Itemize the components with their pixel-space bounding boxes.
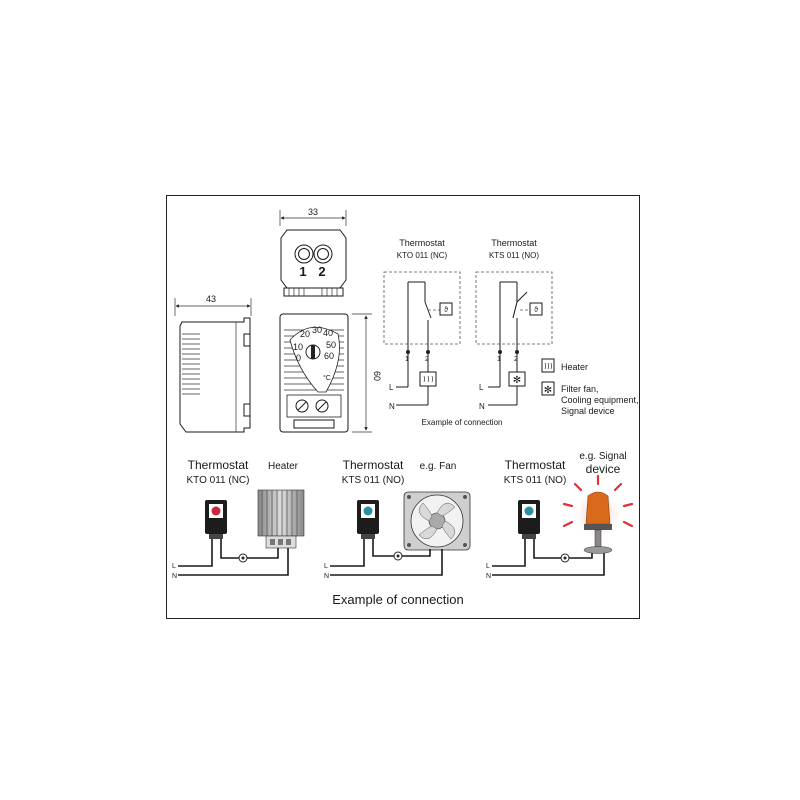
legend-fan-line1: Filter fan, [561, 384, 599, 394]
svg-text:✻: ✻ [513, 375, 521, 386]
diagram-frame [166, 195, 640, 619]
side-view: 43 [174, 294, 252, 433]
example1-title: Thermostat [188, 458, 249, 472]
top-terminal-1: 1 [299, 264, 306, 279]
dial-number-10: 10 [293, 342, 303, 352]
unit-label: °C [323, 374, 331, 382]
legend-heater: Heater [561, 362, 588, 372]
dial-number-20: 20 [300, 329, 310, 339]
nc-line-N: N [389, 402, 395, 411]
top-width-dimension: 33 [308, 207, 318, 217]
example2-line-N: N [324, 573, 329, 580]
side-width-dimension: 43 [206, 294, 216, 304]
no-line-L: L [479, 383, 484, 392]
example1-line-N: N [172, 573, 177, 580]
example3-model: KTS 011 (NO) [504, 475, 567, 486]
schematic-nc-title: Thermostat [399, 238, 445, 248]
example3-line-N: N [486, 573, 491, 580]
example2-title: Thermostat [343, 458, 404, 472]
schematic-caption: Example of connection [422, 418, 503, 427]
nc-line-L: L [389, 383, 394, 392]
top-view: 33 1 2 [279, 207, 347, 297]
example2-model: KTS 011 (NO) [342, 475, 405, 486]
schematic-no-title: Thermostat [491, 238, 537, 248]
fan-device-icon [403, 491, 471, 551]
dial-number-60: 60 [324, 351, 334, 361]
no-terminal-1: 1 [497, 356, 501, 363]
example1-model: KTO 011 (NC) [187, 475, 250, 486]
example3-line-L: L [486, 563, 490, 570]
legend-fan-line2: Cooling equipment, [561, 395, 639, 405]
example1-line-L: L [172, 563, 176, 570]
svg-text:✻: ✻ [544, 385, 552, 396]
schematic-no: Thermostat KTS 011 (NO) ϑ 1 2 ✻ L N [475, 238, 553, 411]
example2-line-L: L [324, 563, 328, 570]
legend: Heater ✻ Filter fan, Cooling equipment, … [541, 358, 639, 416]
nc-terminal-2: 2 [425, 356, 429, 363]
heater-legend-icon [541, 358, 555, 373]
legend-fan-line3: Signal device [561, 406, 615, 416]
fan-legend-icon [541, 381, 555, 396]
signal-lamp-icon [562, 474, 634, 554]
example1-device: Heater [268, 461, 299, 472]
bottom-caption: Example of connection [332, 592, 464, 607]
svg-text:ϑ: ϑ [444, 307, 448, 314]
example2-device: e.g. Fan [420, 461, 457, 472]
example3-title: Thermostat [505, 458, 566, 472]
dial-number-50: 50 [326, 340, 336, 350]
example-fan: Thermostat KTS 011 (NO) e.g. Fan L N [324, 458, 471, 580]
front-view: 60 20 30 40 10 50 0 60 °C [279, 313, 382, 433]
no-terminal-2: 2 [514, 356, 518, 363]
dial-number-30: 30 [312, 325, 322, 335]
dial-number-0: 0 [296, 353, 301, 363]
dial-number-40: 40 [323, 328, 333, 338]
example3-device-line1: e.g. Signal [579, 451, 626, 462]
no-line-N: N [479, 402, 485, 411]
schematic-nc-model: KTO 011 (NC) [397, 251, 448, 260]
example3-device-line2: device [586, 462, 621, 476]
schematic-nc: Thermostat KTO 011 (NC) ϑ 1 2 L N [383, 238, 461, 411]
example-heater: Thermostat KTO 011 (NC) Heater L N [172, 458, 305, 580]
front-height-dimension: 60 [372, 371, 382, 381]
heater-device-icon [257, 489, 305, 549]
svg-text:ϑ: ϑ [534, 307, 538, 314]
example-signal: Thermostat KTS 011 (NO) e.g. Signal devi… [486, 451, 634, 580]
schematic-no-model: KTS 011 (NO) [489, 251, 539, 260]
nc-terminal-1: 1 [405, 356, 409, 363]
top-terminal-2: 2 [318, 264, 325, 279]
